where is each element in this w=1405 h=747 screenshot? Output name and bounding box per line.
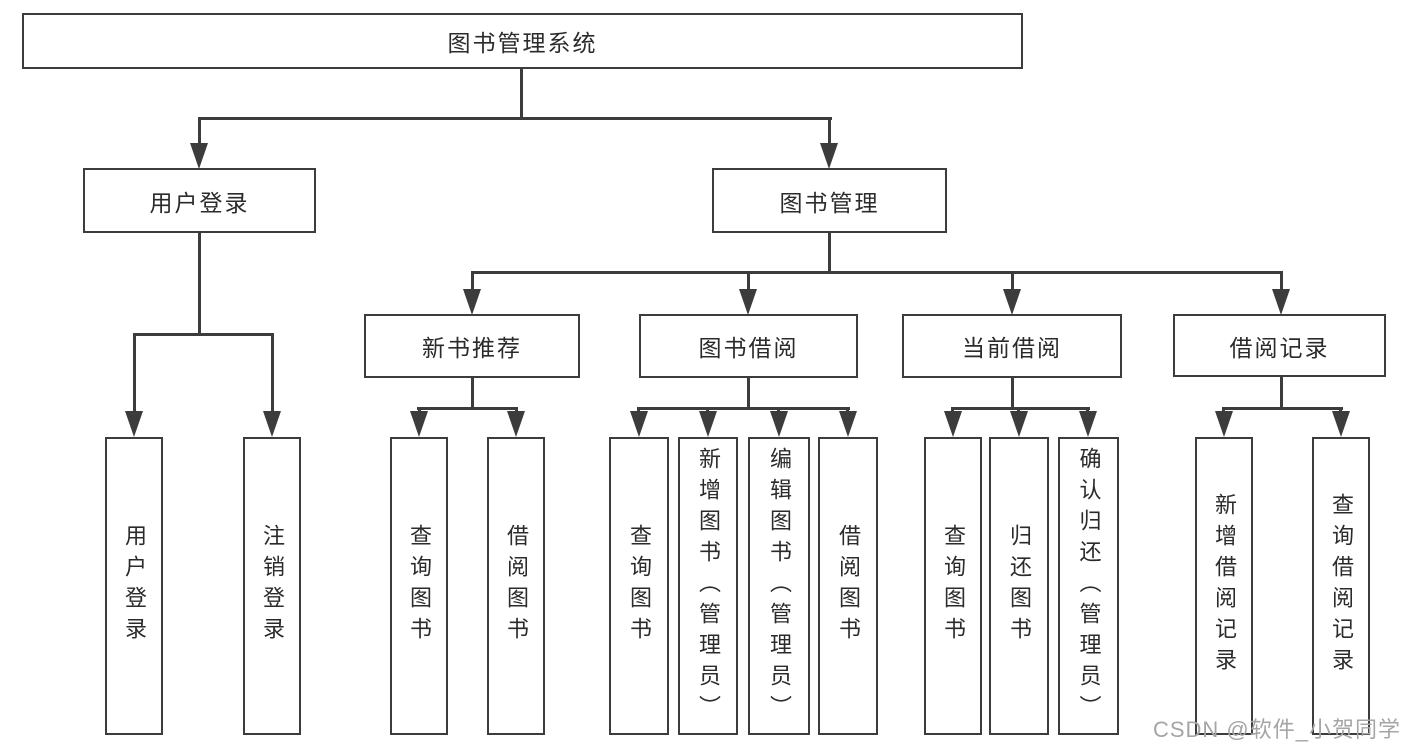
- node-user-login: 用户登录: [83, 168, 316, 233]
- edge-line-to-records: [1280, 271, 1283, 293]
- leaf-edit-books-admin: 编辑图书（管理员）: [748, 437, 810, 735]
- leaf-query-borrow-record: 查询借阅记录: [1312, 437, 1370, 735]
- leaf-borrow-books-recommend: 借阅图书: [487, 437, 545, 735]
- edge-arrowhead-leaf: [507, 411, 525, 437]
- edge-new-book-bar: [417, 407, 518, 410]
- edge-arrowhead-leaf: [410, 411, 428, 437]
- edge-arrowhead-book-mgmt: [820, 143, 838, 169]
- edge-borrowing-stem: [747, 378, 750, 409]
- leaf-borrow-books: 借阅图书: [818, 437, 878, 735]
- edge-line-to-user-login: [198, 117, 201, 147]
- edge-user-login-stem: [198, 232, 201, 336]
- node-book-borrowing: 图书借阅: [639, 314, 858, 378]
- edge-borrowing-bar: [637, 407, 850, 410]
- edge-arrowhead-new-book: [463, 289, 481, 315]
- edge-arrowhead-records: [1272, 289, 1290, 315]
- edge-arrowhead-leaf: [699, 411, 717, 437]
- edge-arrowhead-user-login: [190, 143, 208, 169]
- leaf-add-borrow-record: 新增借阅记录: [1195, 437, 1253, 735]
- edge-records-stem: [1280, 376, 1283, 409]
- edge-arrowhead-leaf-login: [125, 411, 143, 437]
- edge-arrowhead-borrowing: [739, 289, 757, 315]
- leaf-user-login: 用户登录: [105, 437, 163, 735]
- edge-arrowhead-leaf: [630, 411, 648, 437]
- node-library-management-system: 图书管理系统: [22, 13, 1023, 69]
- leaf-return-books: 归还图书: [989, 437, 1049, 735]
- edge-line-to-leaf-logout: [271, 333, 274, 413]
- leaf-add-books-admin: 新增图书（管理员）: [678, 437, 738, 735]
- edge-current-stem: [1011, 378, 1014, 409]
- edge-arrowhead-leaf: [839, 411, 857, 437]
- edge-arrowhead-leaf: [1079, 411, 1097, 437]
- leaf-query-books-borrowing: 查询图书: [609, 437, 669, 735]
- edge-root-stem: [520, 69, 523, 119]
- edge-arrowhead-leaf: [770, 411, 788, 437]
- leaf-confirm-return-admin: 确认归还（管理员）: [1058, 437, 1119, 735]
- edge-user-login-bar: [133, 333, 274, 336]
- edge-line-to-borrowing: [747, 271, 750, 293]
- node-borrowing-records: 借阅记录: [1173, 314, 1386, 377]
- edge-line-to-leaf-login: [133, 333, 136, 413]
- edge-book-mgmt-stem: [828, 232, 831, 274]
- edge-arrowhead-leaf-logout: [263, 411, 281, 437]
- edge-level1-bar: [198, 117, 832, 120]
- edge-arrowhead-leaf: [1332, 411, 1350, 437]
- edge-arrowhead-leaf: [1010, 411, 1028, 437]
- edge-arrowhead-leaf: [944, 411, 962, 437]
- leaf-logout: 注销登录: [243, 437, 301, 735]
- node-book-management: 图书管理: [712, 168, 947, 233]
- edge-line-to-new-book: [471, 271, 474, 293]
- node-new-book-recommend: 新书推荐: [364, 314, 580, 378]
- leaf-query-books-recommend: 查询图书: [390, 437, 448, 735]
- csdn-watermark: CSDN @软件_小贺同学: [1152, 717, 1401, 742]
- edge-arrowhead-leaf: [1215, 411, 1233, 437]
- edge-arrowhead-current: [1003, 289, 1021, 315]
- leaf-query-books-current: 查询图书: [924, 437, 982, 735]
- edge-level3-bar: [471, 271, 1283, 274]
- edge-current-bar: [951, 407, 1090, 410]
- edge-line-to-current: [1011, 271, 1014, 293]
- node-current-borrowing: 当前借阅: [902, 314, 1122, 378]
- edge-line-to-book-mgmt: [828, 117, 831, 147]
- edge-records-bar: [1222, 407, 1343, 410]
- edge-new-book-stem: [471, 378, 474, 409]
